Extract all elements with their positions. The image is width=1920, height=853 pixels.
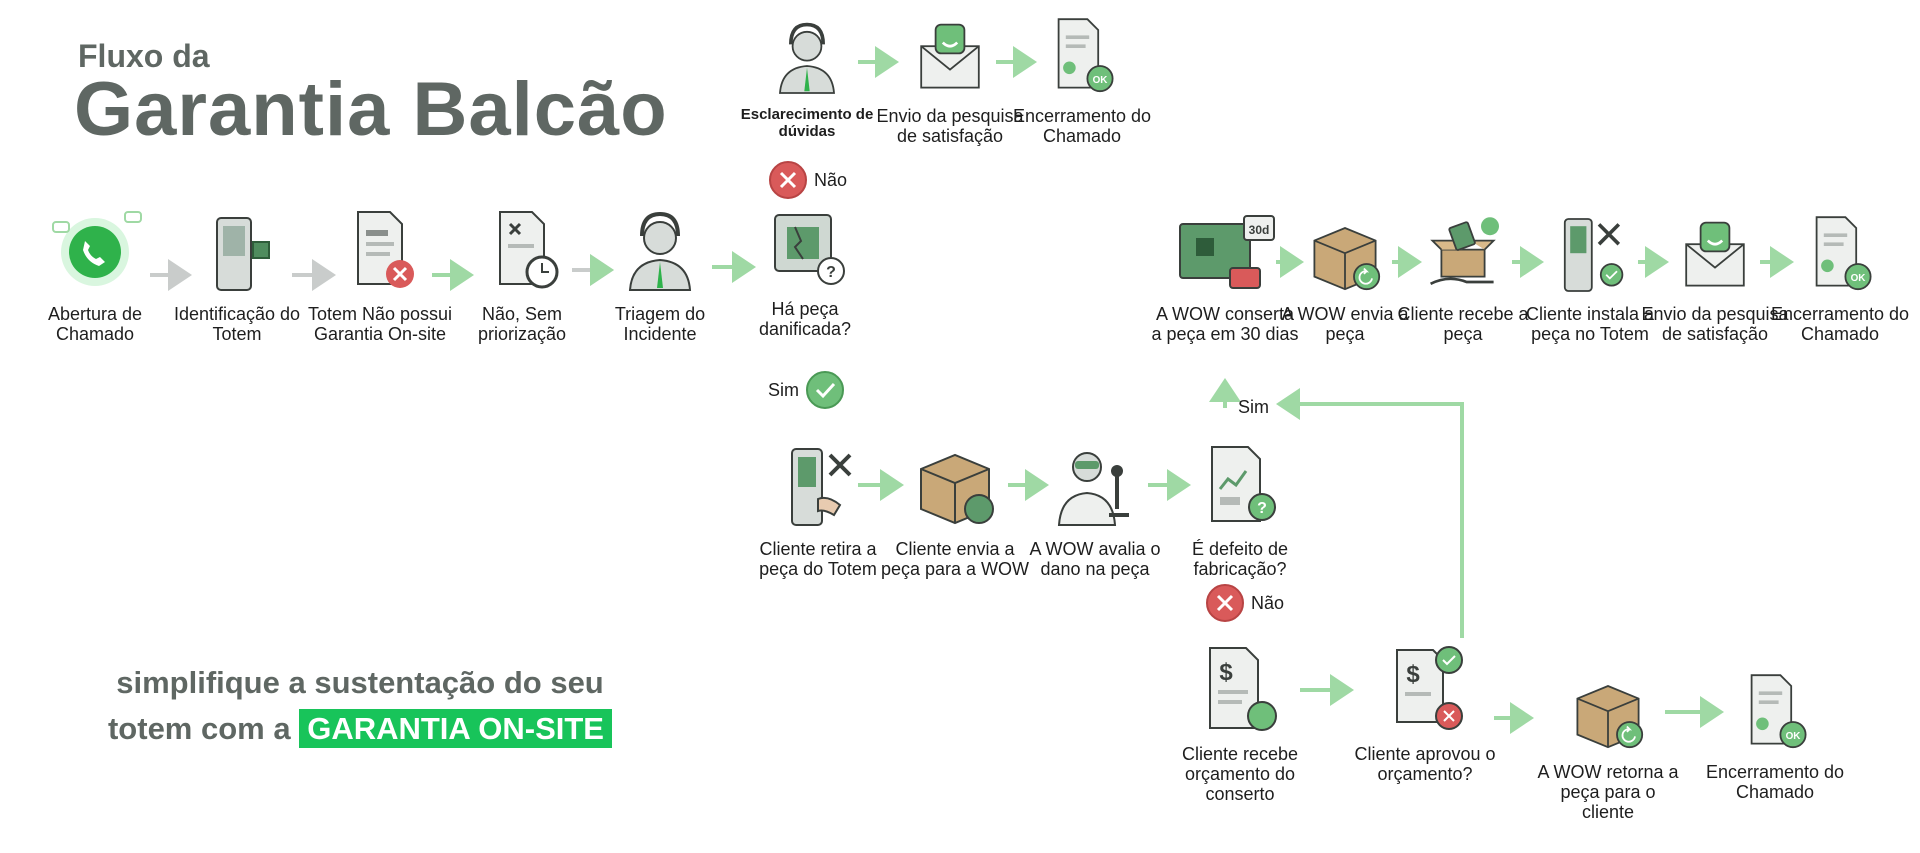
invoice-truck-icon: $ (1209, 647, 1277, 731)
node-label: Esclarecimento de dúvidas (740, 106, 874, 140)
svg-text:$: $ (1406, 661, 1420, 688)
node-label: É defeito de fabricação? (1191, 539, 1289, 579)
kiosk-tools-icon (791, 448, 852, 526)
node-label: Cliente aprovou o orçamento? (1354, 744, 1496, 784)
days-badge: 30d (1249, 223, 1270, 237)
ok-text: OK (1093, 75, 1109, 86)
node-envio-pesquisa-2: Envio da pesquisa de satisfação (1640, 210, 1790, 344)
node-envio-pesquisa-1: Envio da pesquisa de satisfação (875, 12, 1025, 146)
node-label: Identificação do Totem (173, 304, 301, 344)
box-return-icon (1576, 685, 1644, 749)
node-label: Cliente retira a peça do Totem (759, 539, 877, 579)
decision-label: Não (814, 169, 848, 190)
node-wow-conserta: 30d A WOW conserta a peça em 30 dias (1150, 210, 1300, 344)
decision-sim-1: Sim (768, 370, 845, 410)
svg-text:$: $ (1219, 659, 1233, 686)
node-label: Encerramento do Chamado (1012, 106, 1152, 146)
node-label: Cliente recebe a peça (1397, 304, 1529, 344)
arrow-aprovou-sim-conserta (1276, 388, 1464, 638)
check-icon (806, 371, 844, 409)
node-label: A WOW conserta a peça em 30 dias (1151, 304, 1299, 344)
broken-chip-icon: ? (774, 214, 845, 285)
node-cliente-retira: Cliente retira a peça do Totem (743, 435, 893, 579)
node-label: Não, Sem priorização (477, 304, 567, 344)
node-label: Encerramento do Chamado (1770, 304, 1910, 344)
tagline-prefix: totem com a (107, 711, 300, 746)
decision-nao-1: Não (768, 160, 847, 200)
node-label: Envio da pesquisa de satisfação (876, 106, 1024, 146)
technician-icon (1057, 452, 1129, 526)
whatsapp-icon (52, 211, 142, 286)
tagline-line-1: simplifique a sustentação do seu (116, 665, 604, 700)
node-label: Cliente envia a peça para a WOW (880, 539, 1030, 579)
node-label: Envio da pesquisa de satisfação (1641, 304, 1789, 344)
node-encerramento-3: OK Encerramento do Chamado (1700, 668, 1850, 802)
tagline: simplifique a sustentação do seu totem c… (80, 660, 640, 752)
document-lock-icon: OK (1057, 18, 1114, 93)
node-triagem-do-incidente: Triagem do Incidente (585, 200, 735, 344)
node-label: Cliente instala a peça no Totem (1525, 304, 1655, 344)
decision-sim-2: Sim (1238, 397, 1269, 417)
node-cliente-recebe: Cliente recebe a peça (1388, 210, 1538, 344)
node-abertura-de-chamado: Abertura de Chamado (20, 200, 170, 344)
node-ha-peca-danificada: ? Há peça danificada? (730, 195, 880, 339)
box-icon (920, 453, 994, 525)
x-icon (1206, 584, 1244, 622)
open-box-hand-icon (1429, 217, 1499, 286)
invoice-decision-icon: $ (1396, 646, 1463, 730)
garantia-onsite-highlight: GARANTIA ON-SITE (299, 709, 612, 748)
support-agent-icon (779, 22, 835, 94)
node-nao-sem-priorizacao: Não, Sem priorização (447, 200, 597, 344)
box-return-icon (1313, 227, 1381, 291)
node-esclarecimento-de-duvidas: Esclarecimento de dúvidas (732, 12, 882, 140)
node-label: Triagem do Incidente (614, 304, 706, 344)
title-prefix: Fluxo da (78, 38, 210, 74)
x-icon (769, 161, 807, 199)
node-totem-nao-possui: Totem Não possui Garantia On-site (305, 200, 455, 344)
node-label: A WOW avalia o dano na peça (1029, 539, 1161, 579)
node-label: A WOW retorna a peça para o cliente (1537, 762, 1679, 822)
smile-envelope-icon (1685, 221, 1745, 287)
node-wow-avalia: A WOW avalia o dano na peça (1020, 435, 1170, 579)
ok-text: OK (1851, 273, 1867, 284)
node-label: Totem Não possui Garantia On-site (307, 304, 453, 344)
node-defeito-fabricacao: ? É defeito de fabricação? (1165, 435, 1315, 579)
node-label: Cliente recebe orçamento do conserto (1181, 744, 1299, 804)
chart-question-icon: ? (1211, 446, 1276, 522)
node-cliente-envia: Cliente envia a peça para a WOW (880, 435, 1030, 579)
node-label: A WOW envia a peça (1281, 304, 1409, 344)
node-label: Encerramento do Chamado (1705, 762, 1845, 802)
node-orcamento: $ Cliente recebe orçamento do conserto (1165, 640, 1315, 804)
node-label: Abertura de Chamado (47, 304, 143, 344)
kiosk-icon (216, 217, 270, 291)
svg-text:?: ? (1257, 500, 1267, 517)
node-label: Há peça danificada? (758, 299, 852, 339)
decision-nao-2: Não (1205, 583, 1284, 623)
node-wow-envia: A WOW envia a peça (1270, 210, 1420, 344)
ok-text: OK (1786, 731, 1802, 742)
smile-envelope-icon (920, 23, 980, 89)
node-encerramento-2: OK Encerramento do Chamado (1765, 210, 1915, 344)
document-lock-icon: OK (1815, 216, 1872, 291)
decision-label: Sim (768, 379, 799, 400)
tagline-line-2: totem com a GARANTIA ON-SITE (80, 706, 640, 752)
node-cliente-instala: Cliente instala a peça no Totem (1515, 210, 1665, 344)
page-title: Garantia Balcão (74, 67, 668, 152)
node-cliente-aprovou: $ Cliente aprovou o orçamento? (1350, 640, 1500, 784)
circuit-board-icon: 30d (1179, 215, 1275, 289)
kiosk-tools-check-icon (1563, 218, 1624, 292)
node-identificacao-do-totem: Identificação do Totem (162, 200, 312, 344)
node-wow-retorna: A WOW retorna a peça para o cliente (1533, 668, 1683, 822)
decision-label: Não (1251, 592, 1285, 613)
svg-text:?: ? (826, 264, 836, 281)
node-encerramento-1: OK Encerramento do Chamado (1007, 12, 1157, 146)
document-x-icon (357, 211, 414, 288)
document-lock-icon: OK (1750, 674, 1807, 749)
document-clock-icon (499, 211, 559, 289)
support-agent-icon (628, 211, 692, 291)
